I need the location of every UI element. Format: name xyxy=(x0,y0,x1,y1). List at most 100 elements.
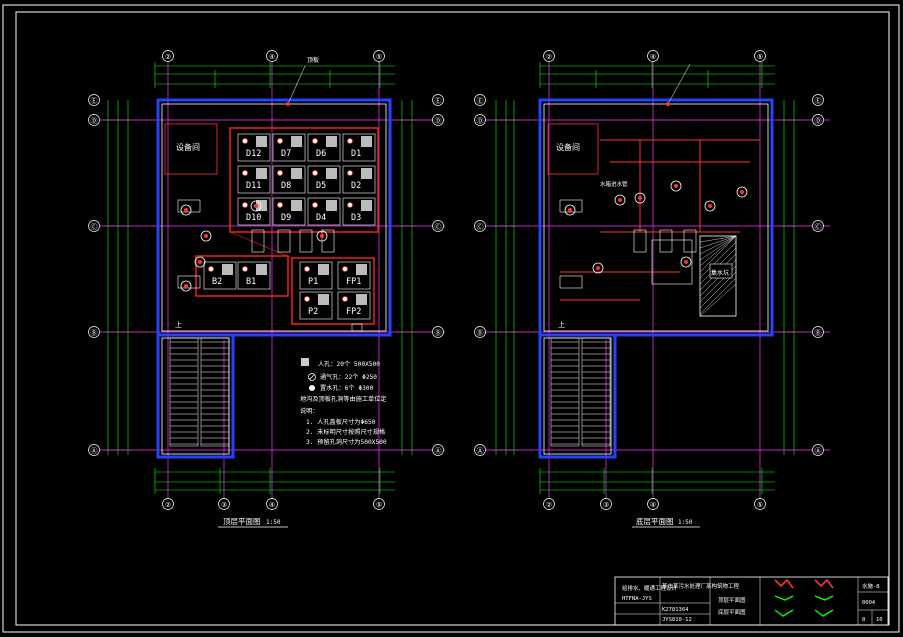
valve-icon xyxy=(670,180,682,192)
left-legend: 人孔：20个 500X500 通气孔：22个 Φ250 置水孔：6个 Φ300 … xyxy=(300,358,387,446)
right-stair-note: 上 xyxy=(558,320,565,329)
axis-bubble: ② xyxy=(162,498,174,510)
axis-bubble: ④ xyxy=(647,498,659,510)
svg-text:④: ④ xyxy=(650,53,656,61)
right-plan-caption: 底层平面图 xyxy=(636,516,674,526)
tb-code: HTFNA-JYS xyxy=(622,596,652,602)
right-tank-note: 水箱进水管 xyxy=(600,180,628,188)
axis-bubble: Ⓔ xyxy=(88,94,100,106)
left-plan-caption: 顶层平面图 xyxy=(223,517,261,526)
tank-cell-d7: D7 xyxy=(272,133,306,162)
tank-cell-label: B1 xyxy=(246,277,256,287)
axis-bubble: Ⓓ xyxy=(88,114,100,126)
tank-cell-d12: D12 xyxy=(237,133,271,162)
tank-cell-label: FP1 xyxy=(346,277,361,287)
legend-line-2: 通气孔：22个 Φ250 xyxy=(320,373,377,381)
svg-text:②: ② xyxy=(165,53,171,61)
svg-text:Ⓓ: Ⓓ xyxy=(815,117,822,125)
valve-icon xyxy=(200,230,212,242)
tb-page: 8 xyxy=(862,617,865,623)
tank-cell-label: D9 xyxy=(281,213,291,223)
svg-text:Ⓓ: Ⓓ xyxy=(91,117,98,125)
svg-text:Ⓐ: Ⓐ xyxy=(91,447,98,455)
tank-cell-label: D7 xyxy=(281,149,291,159)
tank-cell-d10: D10 xyxy=(237,197,271,226)
svg-text:Ⓑ: Ⓑ xyxy=(815,329,822,337)
svg-text:Ⓓ: Ⓓ xyxy=(435,117,442,125)
tank-cell-fp1: FP1 xyxy=(337,261,371,290)
valve-icon xyxy=(180,280,192,292)
axis-bubble: Ⓑ xyxy=(812,326,824,338)
tank-cell-label: D2 xyxy=(351,181,361,191)
axis-bubble: Ⓑ xyxy=(88,326,100,338)
inner-frame xyxy=(15,11,890,626)
svg-text:Ⓐ: Ⓐ xyxy=(435,447,442,455)
axis-bubble: Ⓑ xyxy=(474,326,486,338)
valve-icon xyxy=(680,256,692,268)
axis-bubble: Ⓐ xyxy=(474,444,486,456)
axis-bubble: Ⓑ xyxy=(432,326,444,338)
axis-bubble: ④ xyxy=(266,498,278,510)
svg-text:Ⓒ: Ⓒ xyxy=(815,223,822,231)
svg-text:Ⓒ: Ⓒ xyxy=(477,223,484,231)
axis-bubble: Ⓒ xyxy=(432,220,444,232)
left-top-note: 顶板 xyxy=(307,56,319,64)
left-storage-label: 设备间 xyxy=(176,142,200,152)
right-equipment-block xyxy=(699,235,737,317)
left-stair-note: 上 xyxy=(175,320,182,329)
valve-icon xyxy=(736,186,748,198)
valve-icon xyxy=(194,256,206,268)
svg-text:④: ④ xyxy=(269,53,275,61)
axis-bubble: ② xyxy=(543,498,555,510)
tank-cell-label: P2 xyxy=(308,307,318,317)
valve-icon xyxy=(634,192,646,204)
svg-text:④: ④ xyxy=(269,501,275,509)
tank-cell-label: D3 xyxy=(351,213,361,223)
tank-cell-d4: D4 xyxy=(307,197,341,226)
svg-text:Ⓑ: Ⓑ xyxy=(91,329,98,337)
svg-text:Ⓐ: Ⓐ xyxy=(477,447,484,455)
tank-cell-p1: P1 xyxy=(299,261,333,290)
tb-no-label: 水施-8 xyxy=(862,582,880,590)
svg-text:Ⓔ: Ⓔ xyxy=(815,97,822,105)
left-stair xyxy=(169,337,230,447)
tank-cell-label: FP2 xyxy=(346,307,361,317)
svg-text:Ⓑ: Ⓑ xyxy=(477,329,484,337)
svg-text:③: ③ xyxy=(603,501,609,509)
valve-icon xyxy=(316,230,328,242)
right-equipment-label: 集水坑 xyxy=(711,269,729,277)
svg-text:Ⓐ: Ⓐ xyxy=(815,447,822,455)
outer-frame xyxy=(2,4,900,633)
tank-cell-p2: P2 xyxy=(299,291,333,320)
svg-text:Ⓔ: Ⓔ xyxy=(477,97,484,105)
tank-cell-d9: D9 xyxy=(272,197,306,226)
right-stair xyxy=(550,337,611,447)
svg-text:③: ③ xyxy=(221,501,227,509)
legend-note-1: 1. 人孔盖板尺寸为Φ650 xyxy=(306,418,376,426)
axis-bubble: ④ xyxy=(647,50,659,62)
axis-bubble: Ⓓ xyxy=(474,114,486,126)
tank-cell-b1: B1 xyxy=(237,261,271,290)
axis-bubble: ⑤ xyxy=(373,498,385,510)
tank-cell-d6: D6 xyxy=(307,133,341,162)
legend-line-1: 人孔：20个 500X500 xyxy=(318,360,380,368)
tank-cell-fp2: FP2 xyxy=(337,291,371,320)
axis-bubble: Ⓐ xyxy=(88,444,100,456)
tb-code3: JYS810-12 xyxy=(662,617,692,623)
right-storage-label: 设备间 xyxy=(556,142,580,152)
axis-bubble: Ⓐ xyxy=(432,444,444,456)
tb-designer-unit: 给排水、暖通工程设计 xyxy=(622,584,678,592)
axis-bubble: ⑤ xyxy=(754,498,766,510)
axis-bubble: ⑤ xyxy=(373,50,385,62)
axis-bubble: Ⓒ xyxy=(812,220,824,232)
tank-cell-d2: D2 xyxy=(342,165,376,194)
svg-text:④: ④ xyxy=(650,501,656,509)
right-plan-scale: 1:50 xyxy=(678,519,693,526)
axis-bubble: Ⓒ xyxy=(88,220,100,232)
legend-note-2: 2. 未标明尺寸按照尺寸规格 xyxy=(306,428,386,436)
tb-drawing-title-2: 底层平面图 xyxy=(718,608,746,616)
svg-text:⑤: ⑤ xyxy=(757,53,763,61)
